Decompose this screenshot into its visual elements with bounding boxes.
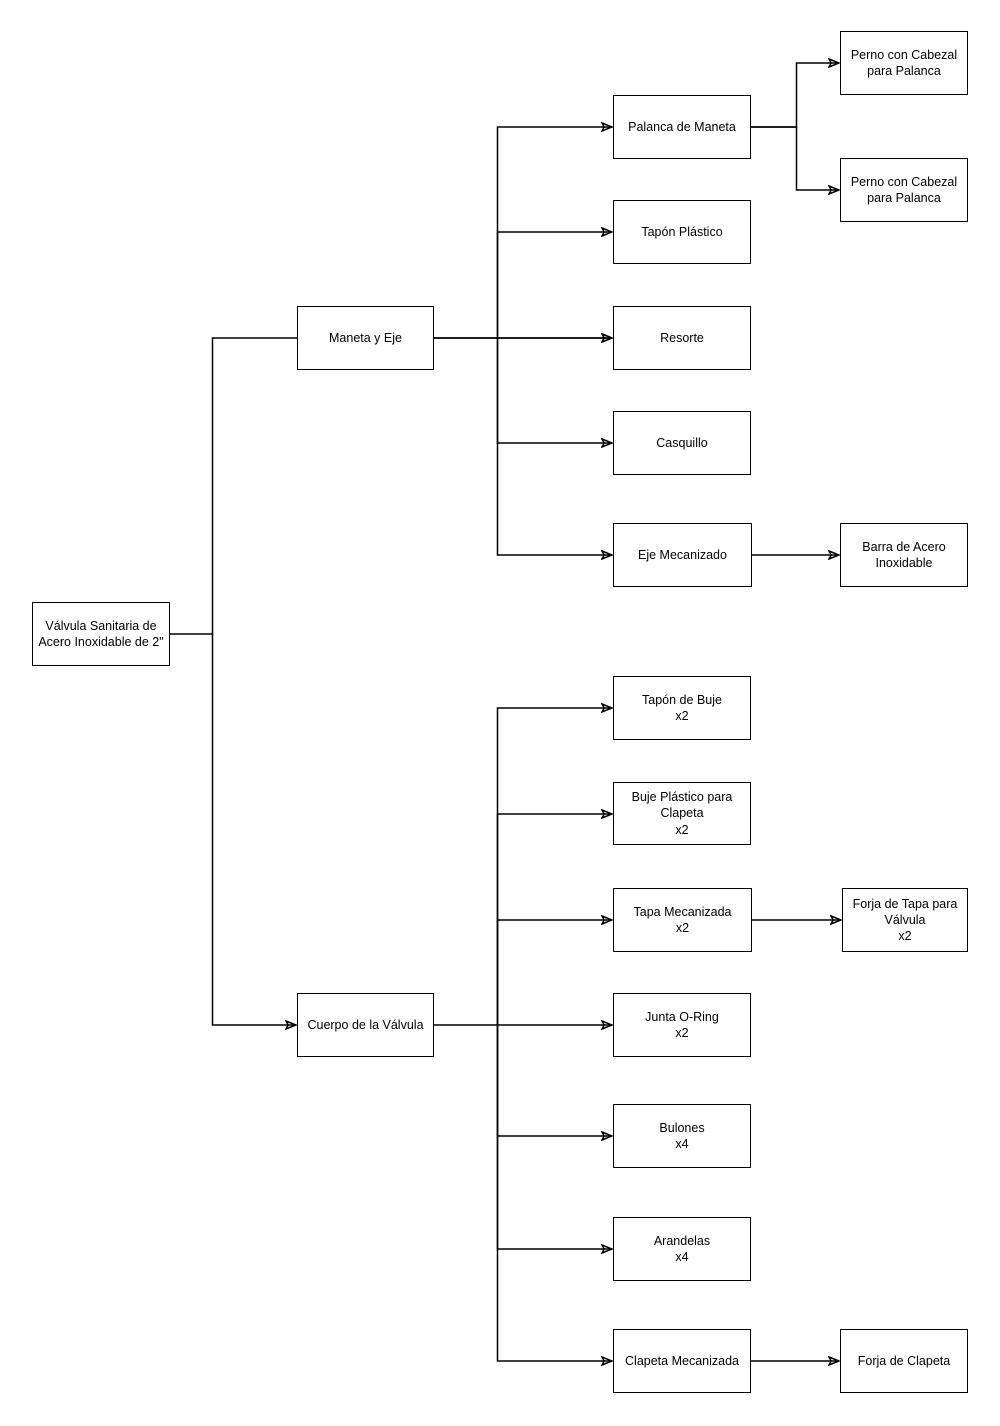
edge-cuerpo-to-bulones [496,1025,613,1136]
node-label: Perno con Cabezal para Palanca [850,47,958,78]
node-label: Forja de Clapeta [857,1353,951,1368]
edge-palanca-to-perno-1 [751,63,839,128]
node-arandelas: Arandelas x4 [613,1217,751,1281]
edge-root-to-cuerpo-valvula [211,634,297,1025]
edge-cuerpo-to-arandelas [496,1025,613,1249]
node-label: Tapón Plástico [641,224,723,239]
node-label: Buje Plástico para Clapeta x2 [631,790,733,837]
node-label: Tapón de Buje x2 [642,692,722,723]
node-label: Palanca de Maneta [628,119,736,134]
node-label: Barra de Acero Inoxidable [862,539,946,570]
node-label: Perno con Cabezal para Palanca [850,174,958,205]
node-perno-con-cabezal-2: Perno con Cabezal para Palanca [840,158,968,222]
node-cuerpo-de-la-valvula: Cuerpo de la Válvula [297,993,434,1057]
node-label: Resorte [660,330,704,345]
node-eje-mecanizado: Eje Mecanizado [613,523,752,587]
node-label: Cuerpo de la Válvula [307,1017,424,1032]
node-buje-plastico-clapeta: Buje Plástico para Clapeta x2 [613,782,751,845]
node-forja-de-tapa: Forja de Tapa para Válvula x2 [842,888,968,952]
node-label: Tapa Mecanizada x2 [633,904,732,935]
node-label: Forja de Tapa para Válvula x2 [852,896,958,944]
node-label: Eje Mecanizado [638,547,727,562]
node-tapa-mecanizada: Tapa Mecanizada x2 [613,888,752,952]
edge-maneta-to-tapon-plastico [496,232,613,338]
node-resorte: Resorte [613,306,751,370]
node-valvula-sanitaria-root: Válvula Sanitaria de Acero Inoxidable de… [32,602,170,666]
edge-cuerpo-to-clapeta [496,1025,613,1361]
edge-cuerpo-to-tapon-buje [496,708,613,1025]
edge-maneta-to-eje-mecanizado [496,338,613,555]
node-label: Clapeta Mecanizada [625,1353,739,1368]
node-clapeta-mecanizada: Clapeta Mecanizada [613,1329,751,1393]
node-palanca-de-maneta: Palanca de Maneta [613,95,751,159]
node-label: Arandelas x4 [653,1233,711,1264]
node-bulones: Bulones x4 [613,1104,751,1168]
node-tapon-de-buje: Tapón de Buje x2 [613,676,751,740]
node-barra-de-acero: Barra de Acero Inoxidable [840,523,968,587]
node-casquillo: Casquillo [613,411,751,475]
node-perno-con-cabezal-1: Perno con Cabezal para Palanca [840,31,968,95]
edge-palanca-to-perno-2 [751,126,839,190]
node-forja-de-clapeta: Forja de Clapeta [840,1329,968,1393]
node-label: Bulones x4 [659,1120,705,1151]
edge-root-to-maneta-y-eje [170,338,612,635]
node-label: Junta O-Ring x2 [645,1009,719,1040]
node-maneta-y-eje: Maneta y Eje [297,306,434,370]
edge-maneta-to-casquillo [496,338,613,443]
node-label: Válvula Sanitaria de Acero Inoxidable de… [38,618,164,649]
node-label: Maneta y Eje [329,330,402,345]
node-junta-oring: Junta O-Ring x2 [613,993,751,1057]
node-label: Casquillo [656,435,708,450]
node-tapon-plastico: Tapón Plástico [613,200,751,264]
edge-cuerpo-to-tapa-mecanizada [496,920,613,1025]
